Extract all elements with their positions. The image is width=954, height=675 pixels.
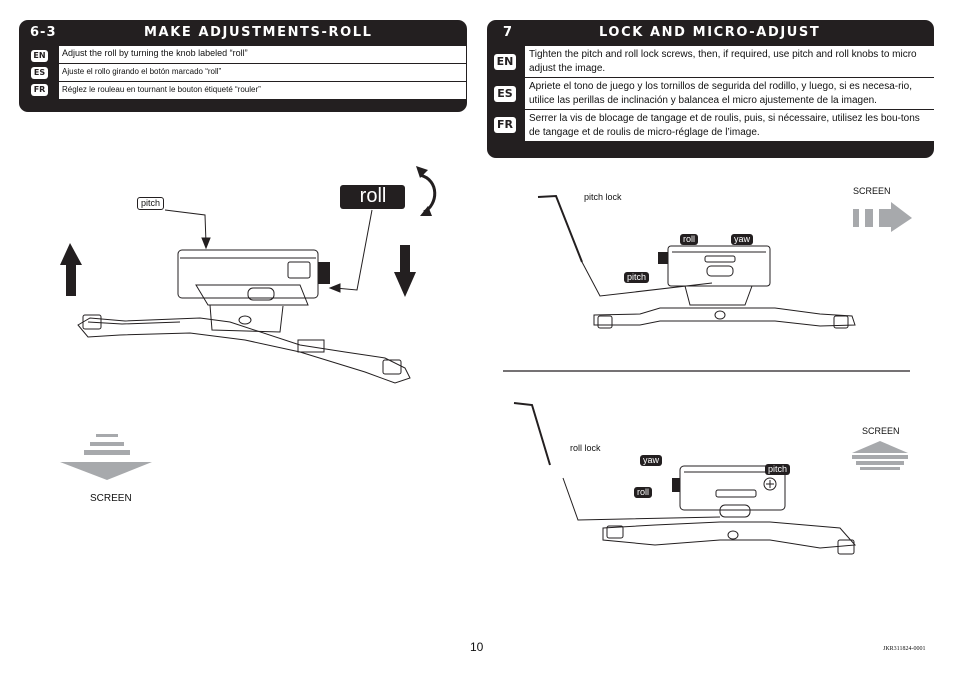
mount-plate-left xyxy=(77,314,411,384)
instruction-row-es xyxy=(59,64,466,81)
screen-label: SCREEN xyxy=(862,426,900,436)
instruction-text-en: Tighten the pitch and roll lock screws, … xyxy=(529,49,917,74)
pitch-tag: pitch xyxy=(624,272,650,283)
roll-tag: roll xyxy=(634,487,653,498)
adapter-body-top xyxy=(667,245,771,306)
mount-plate-top xyxy=(593,307,856,329)
pitch-tag: pitch xyxy=(137,197,165,210)
panel-title: LOCK AND MICRO-ADJUST xyxy=(599,25,821,40)
instruction-text-fr: Serrer la vis de blocage de tangage et d… xyxy=(529,113,920,138)
screen-right-icon xyxy=(853,202,912,232)
roll-callout-line xyxy=(334,209,373,291)
document-code: JKR311824-0001 xyxy=(883,646,926,652)
screen-down-icon xyxy=(60,434,152,480)
roll-knob xyxy=(318,262,330,284)
pitch-lock-callout xyxy=(581,261,713,297)
pitch-lock-label: pitch lock xyxy=(584,192,622,202)
instruction-text-es: Apriete el tono de juego y los tornillos… xyxy=(529,81,912,106)
screen-label: SCREEN xyxy=(90,493,132,504)
instruction-text-en: Adjust the roll by turning the knob labe… xyxy=(62,48,248,58)
up-arrow-icon xyxy=(60,243,82,296)
instruction-row-fr xyxy=(525,110,934,141)
pitch-callout-line xyxy=(164,209,207,244)
panel-title: MAKE ADJUSTMENTS-ROLL xyxy=(144,25,373,40)
roll-label: roll xyxy=(359,185,387,207)
instruction-row-en xyxy=(525,46,934,77)
pitch-knob-top xyxy=(658,252,668,264)
down-arrow-icon xyxy=(394,245,416,297)
yaw-tag: yaw xyxy=(640,455,663,466)
lang-badge-fr: FR xyxy=(31,84,48,96)
step-number: 7 xyxy=(503,25,514,40)
lang-badge-en: EN xyxy=(31,50,48,62)
hex-key-bottom xyxy=(513,402,551,466)
instruction-text-fr: Réglez le rouleau en tournant le bouton … xyxy=(62,85,261,94)
yaw-tag: yaw xyxy=(731,234,754,245)
mount-plate-bottom xyxy=(602,521,857,555)
lang-badge-fr: FR xyxy=(494,117,516,133)
instruction-row-es xyxy=(525,78,934,109)
roll-lock-callout xyxy=(562,477,721,521)
instruction-text-es: Ajuste el rollo girando el botón marcado… xyxy=(62,67,222,76)
rotate-arrow-icon xyxy=(416,166,437,216)
lang-badge-en: EN xyxy=(494,54,516,70)
step-number: 6-3 xyxy=(30,25,57,40)
pitch-tag: pitch xyxy=(765,464,791,475)
adapter-body-left xyxy=(177,249,319,333)
roll-lock-label: roll lock xyxy=(570,443,601,453)
screen-label: SCREEN xyxy=(853,186,891,196)
hex-key-top xyxy=(537,194,583,263)
roll-tag: roll xyxy=(680,234,699,245)
lang-badge-es: ES xyxy=(31,67,48,79)
lang-badge-es: ES xyxy=(494,86,516,102)
roll-knob-bottom xyxy=(672,478,680,492)
instruction-row-en xyxy=(59,46,466,63)
screen-up-icon xyxy=(852,441,908,470)
roll-label-box xyxy=(340,185,405,209)
page-number: 10 xyxy=(470,640,484,654)
instruction-row-fr xyxy=(59,82,466,99)
